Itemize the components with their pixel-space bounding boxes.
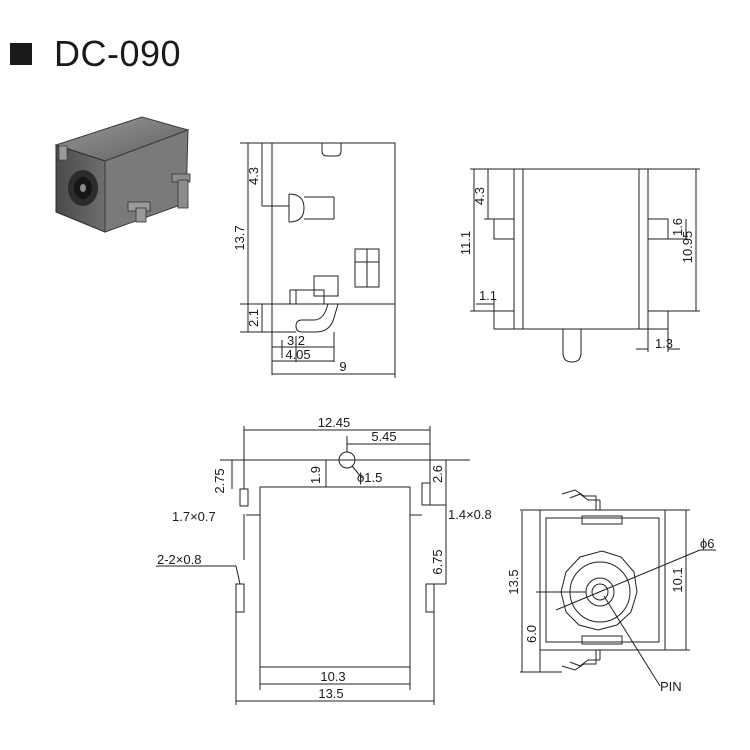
footprint-dim-hole-top-label: 1.9 (308, 466, 323, 484)
footprint-dim-outer-width-label: 13.5 (318, 686, 343, 701)
jack-dim-right-label: 10.1 (670, 567, 685, 592)
footprint-pad-mid-label: 2-2×0.8 (157, 552, 201, 567)
product-photo (54, 116, 191, 233)
side-view (240, 142, 396, 378)
footprint-dim-hole-label: ϕ1.5 (357, 470, 382, 485)
front-dim-small-label: 1.6 (670, 218, 685, 236)
footprint-dim-left-top-label: 2.75 (212, 468, 227, 493)
front-dim-height-label: 10.95 (680, 231, 695, 264)
side-dim-height-label: 13.7 (232, 225, 247, 250)
front-dim-left-label: 1.1 (479, 288, 497, 303)
jack-dim-height-label: 13.5 (506, 569, 521, 594)
jack-dim-dia-label: ϕ6 (700, 536, 715, 551)
jack-pin-label: PIN (660, 679, 682, 694)
side-dim-width-label: 9 (339, 359, 346, 374)
footprint-pad-left-label: 1.7×0.7 (172, 509, 216, 524)
side-dim-a-label: 3.2 (287, 333, 305, 348)
page-title: DC-090 (54, 33, 182, 74)
front-view (470, 168, 700, 363)
front-dim-mid-label: 11.1 (458, 231, 473, 255)
front-dim-top-label: 4.3 (472, 187, 487, 205)
footprint-pad-right-label: 1.4×0.8 (448, 507, 492, 522)
footprint-dim-width-top-label: 12.45 (318, 415, 351, 430)
footprint-view (156, 426, 470, 705)
front-dim-right-label: 1.3 (655, 336, 673, 351)
side-dim-top-label: 4.3 (246, 167, 261, 185)
jack-end-view (520, 489, 716, 687)
jack-dim-center-label: 6.0 (524, 625, 539, 643)
footprint-dim-inner-width-label: 10.3 (320, 669, 345, 684)
footprint-dim-right-mid-label: 6.75 (430, 549, 445, 574)
title-bullet-square (10, 43, 32, 65)
footprint-dim-offset-label: 5.45 (371, 429, 396, 444)
side-dim-b-label: 4.05 (285, 347, 310, 362)
side-dim-bottom-label: 2.1 (246, 309, 261, 327)
footprint-dim-right-top-label: 2.6 (430, 465, 445, 483)
title-row: DC-090 (10, 33, 182, 74)
